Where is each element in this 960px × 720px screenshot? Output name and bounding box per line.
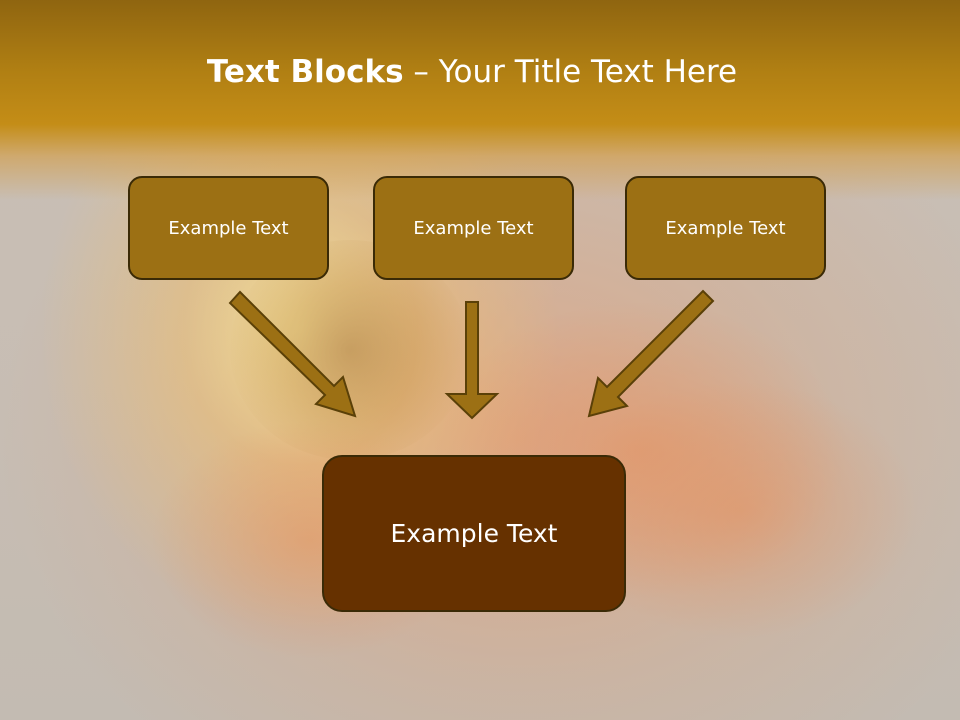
- arrow-center-down: [444, 301, 500, 420]
- text-block-label: Example Text: [168, 217, 289, 239]
- text-block-label: Example Text: [413, 217, 534, 239]
- text-block-bottom[interactable]: Example Text: [322, 455, 626, 612]
- arrow-left-diagonal: [228, 290, 357, 418]
- text-block-label: Example Text: [665, 217, 786, 239]
- title-rest: Your Title Text Here: [438, 54, 738, 90]
- slide-title: Text Blocks – Your Title Text Here: [0, 54, 944, 90]
- header-band: [0, 0, 960, 200]
- title-bold: Text Blocks: [206, 54, 404, 90]
- title-separator: –: [403, 54, 439, 90]
- arrow-right-diagonal: [587, 289, 715, 418]
- text-block-top-left[interactable]: Example Text: [128, 176, 329, 280]
- text-block-top-right[interactable]: Example Text: [625, 176, 826, 280]
- text-block-top-center[interactable]: Example Text: [373, 176, 574, 280]
- text-block-label: Example Text: [390, 519, 558, 548]
